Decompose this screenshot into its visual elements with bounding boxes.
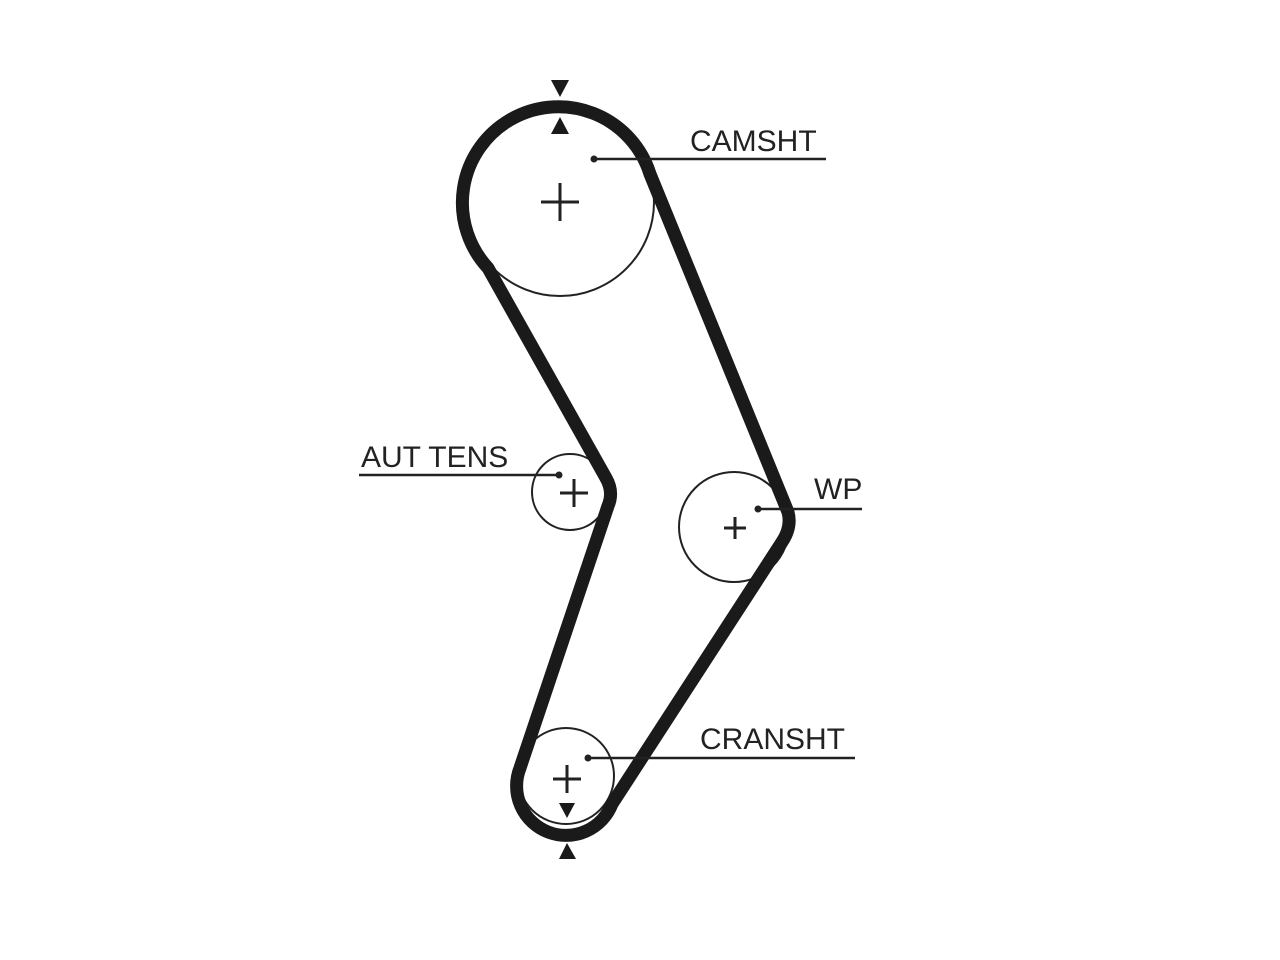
crankshaft-timing-mark-inner-icon: [559, 803, 575, 818]
camshaft-label: CAMSHT: [690, 125, 817, 158]
auto-tensioner-label: AUT TENS: [361, 441, 508, 474]
crankshaft-label: CRANSHT: [700, 723, 845, 756]
timing-belt: [455, 100, 796, 842]
water-pump-leader: [754, 505, 862, 513]
water-pump-label: WP: [814, 473, 862, 506]
crankshaft-leader: [584, 754, 855, 762]
camshaft-timing-mark-top-icon: [551, 80, 569, 97]
auto-tensioner-pulley: [531, 453, 609, 531]
auto-tensioner-leader: [359, 471, 563, 479]
camshaft-leader: [590, 155, 826, 163]
crankshaft-timing-mark-bottom-icon: [559, 843, 576, 859]
camshaft-timing-mark-inner-icon: [551, 117, 569, 134]
water-pump-pulley: [678, 471, 790, 583]
